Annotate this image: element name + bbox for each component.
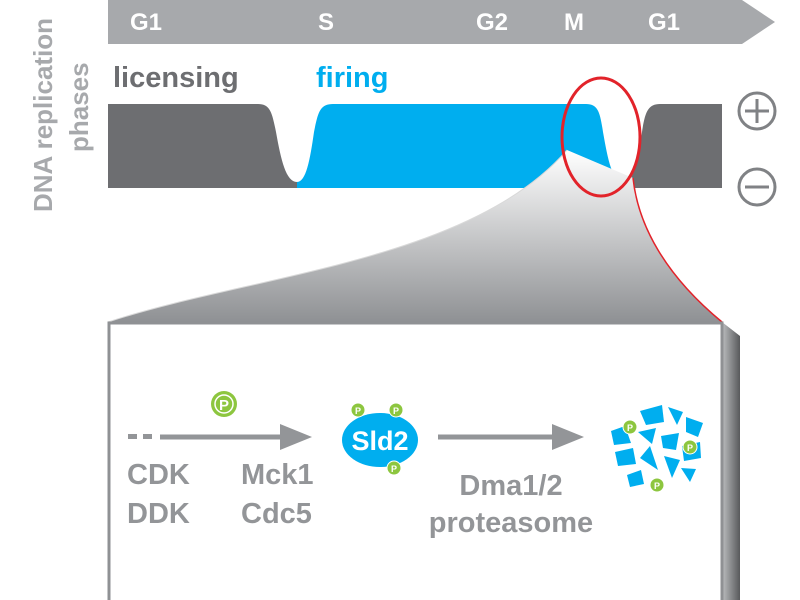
- detail-box-shadow-side: [722, 322, 740, 600]
- sld2-body: [342, 413, 418, 467]
- sld2-protein: Sld2 P P P: [342, 402, 418, 476]
- plus-icon: [737, 91, 777, 131]
- firing-wave: [297, 104, 624, 188]
- svg-text:P: P: [687, 443, 693, 453]
- ddk-label: DDK: [127, 498, 190, 530]
- dma-label: Dma1/2: [459, 470, 562, 502]
- cdc5-label: Cdc5: [241, 498, 312, 530]
- replication-track: [108, 104, 722, 188]
- fragment: [668, 407, 683, 425]
- svg-text:P: P: [627, 423, 633, 433]
- phospho-step: P: [128, 391, 312, 450]
- fragment: [640, 446, 658, 470]
- sld2-label: Sld2: [351, 426, 408, 456]
- cell-cycle-arrow: G1 S G2 M G1: [108, 0, 775, 44]
- phospho-icon-main: P: [211, 391, 237, 417]
- licensing-wave-end: [624, 104, 722, 188]
- fragment: [627, 470, 644, 487]
- proteasome-label: proteasome: [429, 507, 593, 539]
- dash-1: [128, 434, 137, 439]
- fragment: [640, 405, 664, 425]
- arrow-head-2: [552, 424, 584, 450]
- fragment: [661, 433, 679, 450]
- arrow-head-1: [280, 424, 312, 450]
- svg-text:P: P: [654, 481, 660, 491]
- axis-label-line2: phases: [64, 62, 94, 152]
- phase-arrow-shape: [108, 0, 775, 44]
- licensing-wave-start: [108, 104, 304, 188]
- axis-label: DNA replication phases: [28, 18, 94, 212]
- phospho-icon: P: [386, 460, 402, 476]
- degraded-fragments: P P P: [611, 405, 703, 493]
- licensing-label: licensing: [113, 62, 239, 94]
- svg-text:P: P: [393, 406, 399, 416]
- fragment: [638, 428, 656, 444]
- firing-label: firing: [316, 62, 389, 94]
- fragment: [615, 448, 636, 466]
- phase-label-g1-end: G1: [648, 9, 680, 36]
- mck1-label: Mck1: [241, 459, 314, 491]
- fragment: [686, 417, 703, 437]
- phase-label-g2: G2: [476, 9, 508, 36]
- phase-label-g1: G1: [130, 9, 162, 36]
- phospho-icon: P: [649, 477, 665, 493]
- phospho-icon: P: [388, 402, 404, 418]
- axis-label-line1: DNA replication: [28, 18, 58, 212]
- phospho-icon: P: [350, 402, 366, 418]
- zoom-line-right: [632, 177, 723, 323]
- phospho-icon: P: [622, 419, 638, 435]
- svg-text:P: P: [219, 397, 229, 414]
- zoom-fan: [108, 150, 722, 322]
- highlight-ellipse: [560, 76, 642, 198]
- phase-label-s: S: [318, 9, 334, 36]
- svg-text:P: P: [391, 464, 397, 474]
- dash-2: [143, 434, 152, 439]
- minus-icon: [737, 167, 777, 207]
- fragment: [664, 456, 680, 478]
- fragment: [681, 468, 696, 482]
- zoom-line-left: [107, 149, 568, 323]
- cdk-label: CDK: [127, 459, 190, 491]
- phase-label-m: M: [564, 9, 584, 36]
- phospho-icon: P: [682, 439, 698, 455]
- svg-text:P: P: [355, 406, 361, 416]
